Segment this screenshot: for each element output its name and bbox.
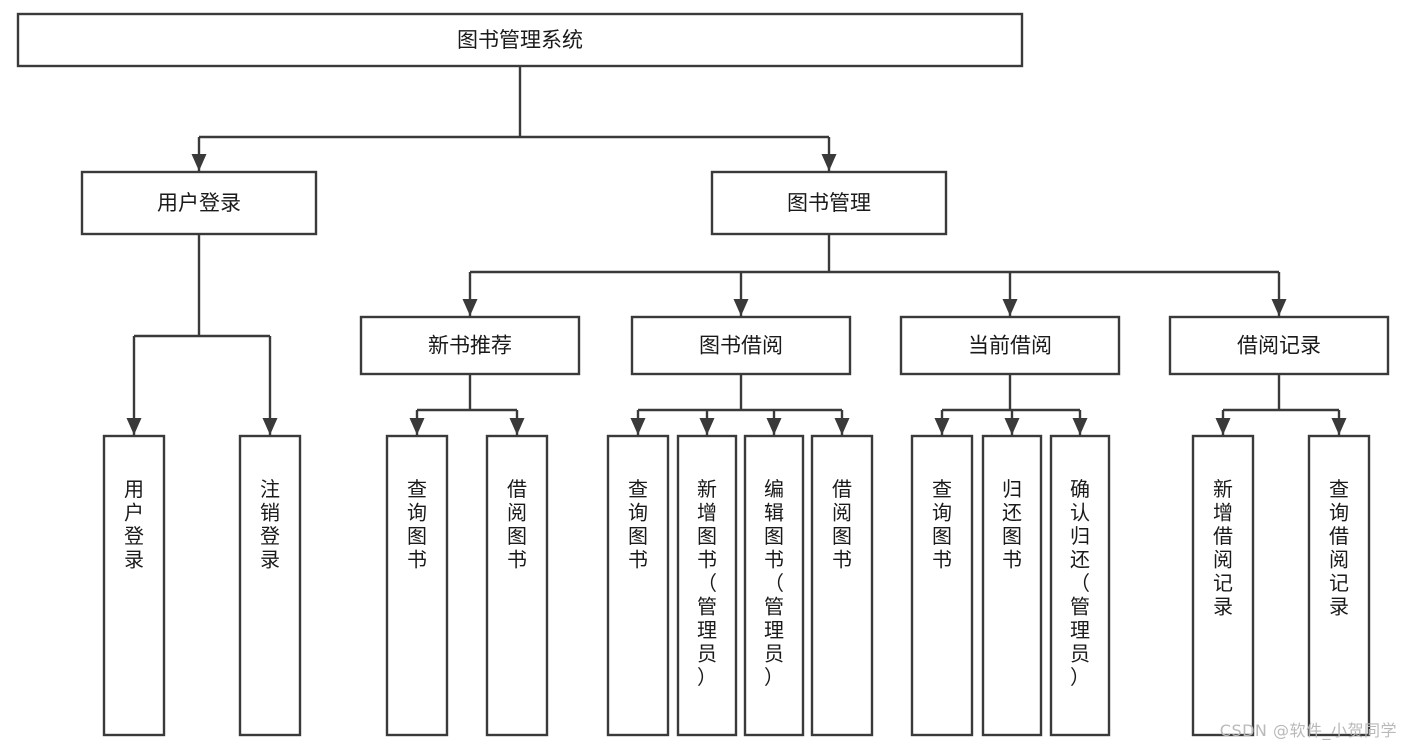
node-book-borrow-box[interactable] [630, 315, 852, 376]
node-leaf-query-borrow-record-box[interactable] [1307, 434, 1371, 737]
node-leaf-borrow-books-recommend[interactable]: 借阅图书 [485, 434, 549, 737]
node-root-root[interactable]: 图书管理系统 [16, 12, 1024, 68]
node-user-login-box[interactable] [80, 170, 318, 236]
node-leaf-logout[interactable]: 注销登录 [238, 434, 302, 737]
node-leaf-edit-book-admin[interactable]: 编辑图书（管理员） [743, 434, 805, 737]
connector-arrowhead [699, 418, 715, 435]
node-leaf-add-book-admin-box[interactable] [676, 434, 738, 737]
connector-arrowhead [934, 418, 950, 435]
connector-arrowhead [821, 154, 837, 171]
csdn-watermark: CSDN @软件_小贺同学 [1219, 721, 1397, 740]
node-root-root-label: 图书管理系统 [457, 28, 583, 52]
node-leaf-query-books-borrow-box[interactable] [606, 434, 670, 737]
node-leaf-query-books-recommend-label: 查询图书 [407, 477, 427, 572]
connector-arrowhead [834, 418, 850, 435]
connector-arrowhead [1215, 418, 1231, 435]
connector-arrowhead [766, 418, 782, 435]
node-leaf-borrow-book-box[interactable] [810, 434, 874, 737]
node-layer: 图书管理系统用户登录图书管理新书推荐图书借阅当前借阅借阅记录用户登录注销登录查询… [16, 12, 1390, 737]
node-leaf-add-borrow-record[interactable]: 新增借阅记录 [1191, 434, 1255, 737]
node-borrow-records-box[interactable] [1168, 315, 1390, 376]
connector-arrowhead [1271, 299, 1287, 316]
connector-arrowhead [462, 299, 478, 316]
node-leaf-add-borrow-record-label: 新增借阅记录 [1213, 477, 1233, 619]
node-leaf-query-books-recommend[interactable]: 查询图书 [385, 434, 449, 737]
node-leaf-confirm-return-admin-box[interactable] [1049, 434, 1111, 737]
node-borrow-records-label: 借阅记录 [1237, 334, 1321, 358]
node-leaf-borrow-book[interactable]: 借阅图书 [810, 434, 874, 737]
node-new-book-recommend-box[interactable] [359, 315, 581, 376]
node-leaf-query-books-current[interactable]: 查询图书 [910, 434, 974, 737]
node-leaf-edit-book-admin-label: 编辑图书（管理员） [764, 477, 784, 689]
node-leaf-user-login-label: 用户登录 [124, 477, 144, 572]
node-leaf-logout-box[interactable] [238, 434, 302, 737]
node-leaf-query-books-borrow-label: 查询图书 [628, 477, 648, 572]
node-leaf-query-books-recommend-box[interactable] [385, 434, 449, 737]
connector-arrowhead [1004, 418, 1020, 435]
node-leaf-borrow-books-recommend-label: 借阅图书 [507, 477, 527, 572]
node-book-borrow[interactable]: 图书借阅 [630, 315, 852, 376]
node-book-management-box[interactable] [710, 170, 948, 236]
node-current-borrow-label: 当前借阅 [968, 334, 1052, 358]
node-book-management-label: 图书管理 [787, 191, 871, 215]
connector-layer [126, 66, 1347, 435]
node-new-book-recommend-label: 新书推荐 [428, 334, 512, 358]
connector-arrowhead [126, 418, 142, 435]
node-leaf-edit-book-admin-box[interactable] [743, 434, 805, 737]
connector-arrowhead [1072, 418, 1088, 435]
node-leaf-return-book-label: 归还图书 [1002, 477, 1022, 572]
node-leaf-add-book-admin[interactable]: 新增图书（管理员） [676, 434, 738, 737]
node-leaf-confirm-return-admin-label: 确认归还（管理员） [1070, 477, 1090, 689]
connector-arrowhead [733, 299, 749, 316]
node-leaf-user-login-box[interactable] [102, 434, 166, 737]
node-leaf-add-borrow-record-box[interactable] [1191, 434, 1255, 737]
node-root-root-box[interactable] [16, 12, 1024, 68]
node-leaf-query-borrow-record-label: 查询借阅记录 [1329, 477, 1349, 619]
node-current-borrow-box[interactable] [899, 315, 1121, 376]
node-book-borrow-label: 图书借阅 [699, 334, 783, 358]
node-leaf-add-book-admin-label: 新增图书（管理员） [697, 477, 717, 689]
node-leaf-return-book-box[interactable] [981, 434, 1043, 737]
node-user-login-label: 用户登录 [157, 191, 241, 215]
node-leaf-user-login[interactable]: 用户登录 [102, 434, 166, 737]
connector-arrowhead [630, 418, 646, 435]
connector-arrowhead [1002, 299, 1018, 316]
node-book-management[interactable]: 图书管理 [710, 170, 948, 236]
node-current-borrow[interactable]: 当前借阅 [899, 315, 1121, 376]
node-new-book-recommend[interactable]: 新书推荐 [359, 315, 581, 376]
node-leaf-query-books-current-label: 查询图书 [932, 477, 952, 572]
node-borrow-records[interactable]: 借阅记录 [1168, 315, 1390, 376]
connector-arrowhead [509, 418, 525, 435]
node-leaf-logout-label: 注销登录 [260, 477, 280, 572]
node-leaf-query-books-borrow[interactable]: 查询图书 [606, 434, 670, 737]
connector-arrowhead [1331, 418, 1347, 435]
node-leaf-confirm-return-admin[interactable]: 确认归还（管理员） [1049, 434, 1111, 737]
node-user-login[interactable]: 用户登录 [80, 170, 318, 236]
connector-arrowhead [262, 418, 278, 435]
node-leaf-borrow-books-recommend-box[interactable] [485, 434, 549, 737]
node-leaf-borrow-book-label: 借阅图书 [832, 477, 852, 572]
connector-arrowhead [409, 418, 425, 435]
node-leaf-query-books-current-box[interactable] [910, 434, 974, 737]
node-leaf-return-book[interactable]: 归还图书 [981, 434, 1043, 737]
node-leaf-query-borrow-record[interactable]: 查询借阅记录 [1307, 434, 1371, 737]
connector-arrowhead [191, 154, 207, 171]
